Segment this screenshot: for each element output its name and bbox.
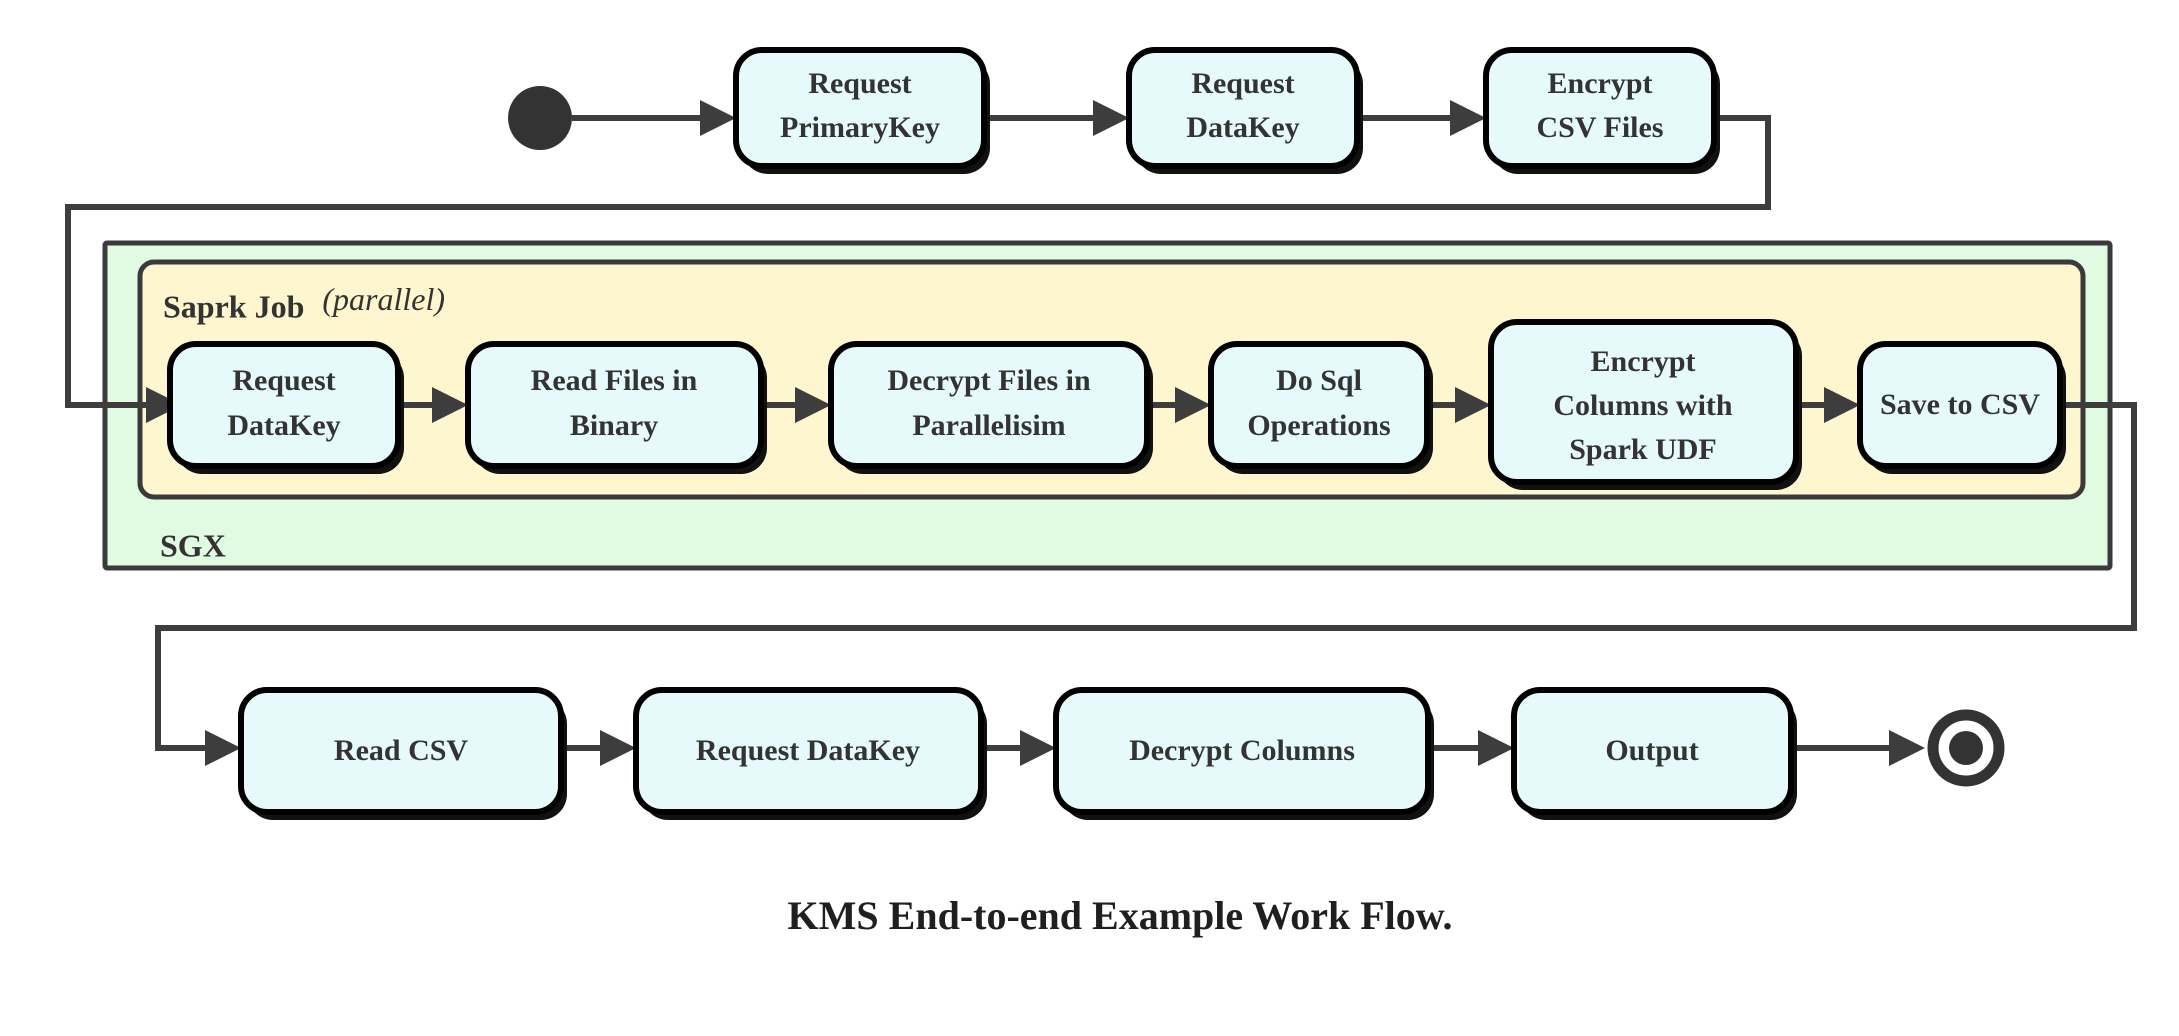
node-rect[interactable]	[1488, 319, 1799, 485]
arrowhead-icon	[1889, 730, 1925, 766]
arrowhead-icon	[1450, 100, 1486, 136]
arrowhead-icon	[1455, 387, 1491, 423]
node-label-line-2: Binary	[570, 409, 658, 442]
spark-job-label-text: Saprk Job	[163, 288, 304, 324]
node-rect[interactable]	[1053, 687, 1431, 815]
node-decrypt-columns[interactable]: Decrypt Columns	[1053, 687, 1434, 820]
node-label-line-2: DataKey	[227, 409, 340, 442]
start-circle-icon	[508, 86, 572, 150]
node-label-line-1: Save to CSV	[1880, 388, 2040, 421]
node-request-primarykey[interactable]: Request PrimaryKey	[733, 47, 990, 174]
node-rect[interactable]	[1857, 341, 2063, 469]
node-label-line-2: DataKey	[1186, 111, 1299, 144]
node-label-line-1: Request	[808, 67, 911, 100]
node-label-line-2: PrimaryKey	[780, 111, 940, 144]
node-label-line-1: Encrypt	[1591, 345, 1696, 378]
arrowhead-icon	[1824, 387, 1860, 423]
node-label-line-1: Read Files in	[531, 364, 698, 397]
node-request-datakey-bottom[interactable]: Request DataKey	[633, 687, 987, 820]
node-rect[interactable]	[1208, 341, 1430, 469]
node-rect[interactable]	[1126, 47, 1360, 169]
start-node	[508, 86, 572, 150]
edge-save-to-csv-to-read-csv	[155, 402, 2137, 766]
arrowhead-icon	[1020, 730, 1056, 766]
node-label-line-1: Request DataKey	[696, 734, 920, 767]
node-label-line-1: Request	[1191, 67, 1294, 100]
node-label-line-3: Spark UDF	[1569, 433, 1717, 466]
node-rect[interactable]	[465, 341, 764, 469]
end-inner-dot-icon	[1949, 731, 1983, 765]
node-rect[interactable]	[167, 341, 401, 469]
node-rect[interactable]	[1511, 687, 1794, 815]
node-label-line-1: Do Sql	[1276, 364, 1362, 397]
diagram-caption: KMS End-to-end Example Work Flow.	[788, 893, 1453, 938]
edge-encrypt-csv-files-to-request-datakey-spark	[65, 115, 1771, 423]
edge-request-datakey-spark-to-read-files-in-binary	[404, 387, 468, 423]
node-rect[interactable]	[1483, 47, 1717, 169]
arrowhead-icon	[146, 387, 182, 423]
arrowhead-icon	[795, 387, 831, 423]
node-label-line-1: Decrypt Columns	[1129, 734, 1355, 767]
arrowhead-icon	[600, 730, 636, 766]
node-rect[interactable]	[238, 687, 564, 815]
node-request-datakey-top[interactable]: Request DataKey	[1126, 47, 1363, 174]
node-do-sql-operations[interactable]: Do Sql Operations	[1208, 341, 1433, 474]
end-outer-ring-icon	[1927, 709, 2005, 787]
edge-decrypt-columns-to-output	[1428, 730, 1514, 766]
arrowhead-icon	[1093, 100, 1129, 136]
node-rect[interactable]	[733, 47, 987, 169]
node-label-line-2: CSV Files	[1537, 111, 1664, 144]
node-encrypt-csv-files[interactable]: Encrypt CSV Files	[1483, 47, 1720, 174]
end-node	[1927, 709, 2005, 787]
node-save-to-csv[interactable]: Save to CSV	[1857, 341, 2066, 474]
node-request-datakey-spark[interactable]: Request DataKey	[167, 341, 404, 474]
arrowhead-icon	[1175, 387, 1211, 423]
edge-output-to-end	[1791, 730, 1925, 766]
node-read-csv[interactable]: Read CSV	[238, 687, 567, 820]
sgx-container-label: SGX	[160, 527, 226, 563]
node-read-files-in-binary[interactable]: Read Files in Binary	[465, 341, 767, 474]
arrowhead-icon	[432, 387, 468, 423]
connectors	[65, 100, 2137, 766]
spark-job-container-label: Saprk Job (parallel)	[163, 281, 445, 324]
edge-start-to-request-primarykey	[572, 100, 736, 136]
arrowhead-icon	[1478, 730, 1514, 766]
edge-read-files-in-binary-to-decrypt-files	[767, 387, 831, 423]
edge-read-csv-to-request-datakey-bottom	[561, 730, 636, 766]
edge-request-datakey-top-to-encrypt-csv-files	[1363, 100, 1486, 136]
edge-request-primarykey-to-request-datakey-top	[985, 100, 1129, 136]
node-label-line-1: Request	[232, 364, 335, 397]
arrowhead-icon	[205, 730, 241, 766]
edge-request-datakey-bottom-to-decrypt-columns	[981, 730, 1056, 766]
node-output[interactable]: Output	[1511, 687, 1797, 820]
node-label-line-1: Output	[1605, 734, 1698, 767]
node-label-line-2: Columns with	[1553, 389, 1733, 422]
arrowhead-icon	[700, 100, 736, 136]
node-label-line-2: Parallelisim	[912, 409, 1065, 442]
node-label-line-2: Operations	[1247, 409, 1390, 442]
node-label-line-1: Encrypt	[1548, 67, 1653, 100]
node-rect[interactable]	[633, 687, 984, 815]
node-decrypt-files-in-parallelisim[interactable]: Decrypt Files in Parallelisim	[828, 341, 1153, 474]
spark-job-label-italic: (parallel)	[322, 281, 445, 317]
node-encrypt-columns-with-spark-udf[interactable]: Encrypt Columns with Spark UDF	[1488, 319, 1802, 490]
node-rect[interactable]	[828, 341, 1150, 469]
node-label-line-1: Read CSV	[334, 734, 469, 767]
node-label-line-1: Decrypt Files in	[887, 364, 1091, 397]
